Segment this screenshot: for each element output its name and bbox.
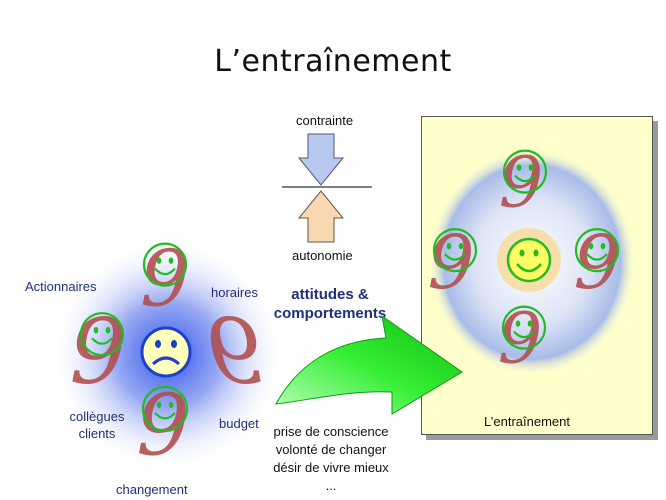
smiley-eye <box>528 164 534 171</box>
collegues-line: collègues <box>69 409 125 424</box>
contrainte-label: contrainte <box>296 113 354 128</box>
happy-face-icon <box>497 228 561 292</box>
smiley-mouth <box>514 174 536 183</box>
collegues-clients-label: collègues clients <box>52 408 142 442</box>
smiley-eye <box>93 327 99 334</box>
down-arrow-icon <box>297 133 345 186</box>
panel-caption: L’entraînement <box>484 414 571 429</box>
budget-label: budget <box>219 416 259 431</box>
horaires-label: horaires <box>211 285 258 300</box>
smiley-outline <box>79 312 125 357</box>
svg-text:9: 9 <box>69 300 126 405</box>
smiley-eye <box>516 164 522 171</box>
person-glyph-icon: 9 <box>573 220 620 306</box>
smiley-eye <box>105 327 111 334</box>
smiley-mouth <box>154 412 176 420</box>
person-glyph-icon: 9 <box>499 142 548 224</box>
person-glyph-icon: 9 <box>140 234 190 324</box>
smiley-eye <box>168 257 174 264</box>
person-glyph-icon: 9 <box>206 300 263 405</box>
actionnaires-label: Actionnaires <box>25 279 97 294</box>
smiley-outline <box>501 305 547 350</box>
smiley-mouth <box>154 267 176 276</box>
smiley-eye <box>446 242 452 250</box>
motivation-line-2: volonté de changer <box>275 442 387 457</box>
motivation-line-4: ... <box>325 478 337 493</box>
smiley-eye <box>156 401 162 409</box>
motivation-line-1: prise de conscience <box>273 424 389 439</box>
smiley-eye <box>515 320 521 327</box>
smiley-eye <box>600 242 606 250</box>
sad-face-icon <box>140 326 192 378</box>
green-curved-arrow-icon <box>275 314 463 415</box>
smiley-mouth <box>91 337 113 345</box>
page-title: L’entraînement <box>214 44 452 79</box>
attitudes-label: attitudes & comportements <box>262 285 398 323</box>
attitudes-line-2: comportements <box>273 305 387 322</box>
person-glyph-icon: 9 <box>136 376 189 474</box>
changement-label: changement <box>116 482 188 497</box>
smiley-mouth <box>586 253 608 261</box>
smiley-outline <box>574 228 620 273</box>
clients-line: clients <box>78 426 116 441</box>
person-glyph-icon: 9 <box>498 298 547 380</box>
smiley-eye <box>156 257 162 264</box>
smiley-mouth <box>513 330 535 339</box>
smiley-outline <box>502 149 548 194</box>
smiley-eye <box>588 242 594 250</box>
smiley-eye <box>527 320 533 327</box>
smiley-outline <box>141 385 189 433</box>
autonomie-label: autonomie <box>292 248 353 263</box>
svg-text:9: 9 <box>140 234 190 324</box>
motivation-line-3: désir de vivre mieux <box>273 460 389 475</box>
person-glyph-icon: 9 <box>69 300 126 405</box>
svg-text:9: 9 <box>427 220 474 306</box>
smiley-mouth <box>444 253 466 261</box>
smiley-eye <box>458 242 464 250</box>
smiley-eye <box>168 401 174 409</box>
smiley-outline <box>142 242 188 287</box>
svg-text:9: 9 <box>206 300 263 405</box>
person-glyph-icon: 9 <box>427 220 478 306</box>
motivation-list: prise de conscience volonté de changer d… <box>256 423 406 495</box>
smiley-outline <box>432 228 478 273</box>
up-arrow-icon <box>297 190 345 243</box>
attitudes-line-1: attitudes & <box>291 286 369 303</box>
